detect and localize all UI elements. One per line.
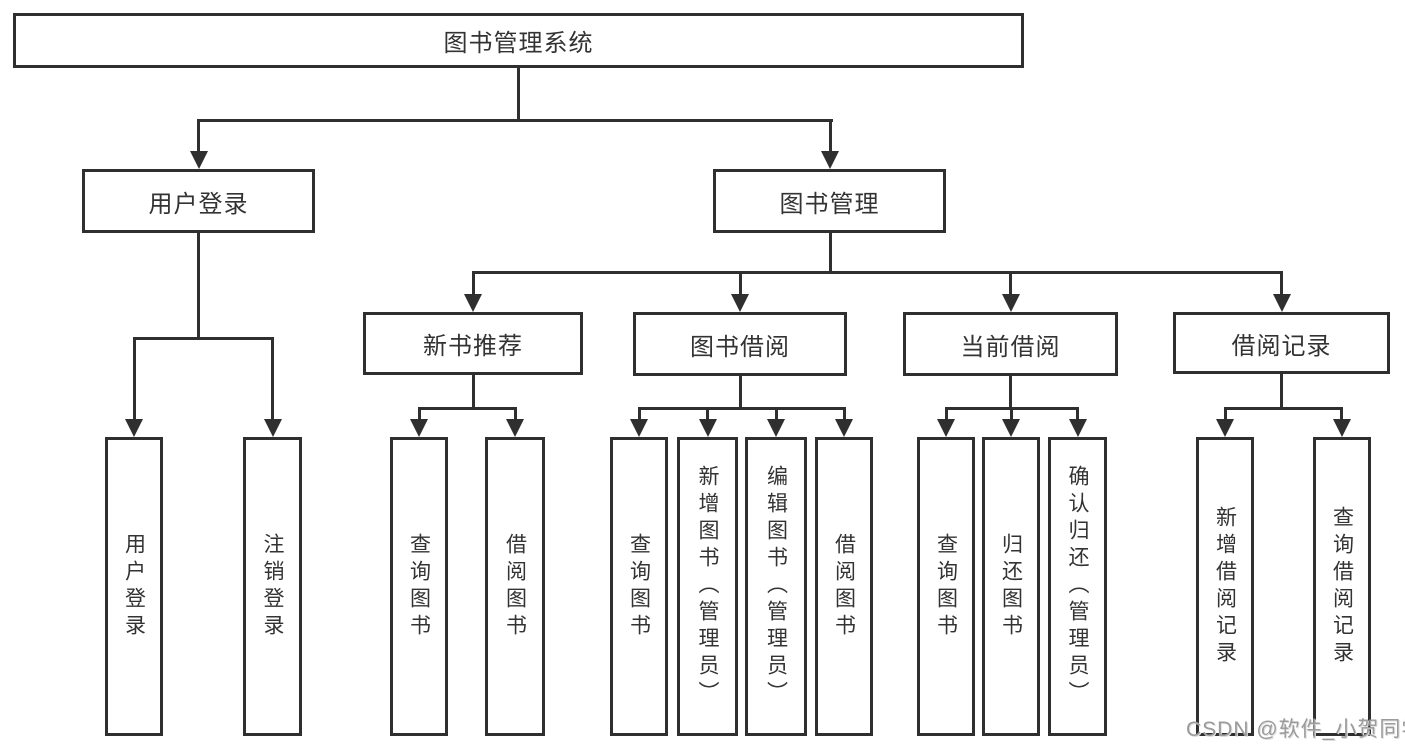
node-bb-edit-book: 编辑图书（管理员） bbox=[745, 437, 807, 736]
arrow-down-icon bbox=[767, 419, 785, 437]
connector-arrow-shaft bbox=[1009, 274, 1012, 296]
connector-arrow-shaft bbox=[944, 410, 948, 421]
connector-user-login-stem bbox=[197, 233, 200, 340]
node-cb-return-book: 归还图书 bbox=[982, 437, 1040, 736]
connector-arrow-shaft bbox=[842, 410, 846, 421]
connector-arrow-shaft bbox=[197, 122, 200, 153]
arrow-down-icon bbox=[1272, 294, 1291, 312]
arrow-down-icon bbox=[189, 151, 208, 169]
node-bb-add-book-label: 新增图书（管理员） bbox=[696, 465, 719, 708]
connector-arrow-shaft bbox=[1223, 410, 1227, 421]
connector-book-borrow-stem bbox=[738, 375, 742, 410]
connector-borrow-record-stem bbox=[1280, 374, 1283, 410]
connector-arrow-shaft bbox=[1009, 410, 1013, 421]
connector-new-book-rec-stem bbox=[471, 375, 475, 410]
node-new-book-rec-label: 新书推荐 bbox=[423, 333, 523, 360]
arrow-down-icon bbox=[1332, 419, 1351, 437]
node-bb-edit-book-label: 编辑图书（管理员） bbox=[764, 465, 788, 708]
node-bb-query-book-label: 查询图书 bbox=[627, 532, 651, 641]
node-current-borrow-label: 当前借阅 bbox=[960, 333, 1061, 361]
arrow-down-icon bbox=[835, 419, 853, 437]
connector-book-borrow-rail bbox=[637, 407, 846, 410]
connector-arrow-shaft bbox=[271, 340, 274, 421]
arrow-down-icon bbox=[410, 419, 428, 437]
node-book-borrow: 图书借阅 bbox=[633, 312, 847, 376]
node-leaf-logout: 注销登录 bbox=[243, 437, 302, 736]
arrow-down-icon bbox=[464, 294, 482, 312]
connector-level3-rail bbox=[471, 271, 1283, 274]
arrow-down-icon bbox=[263, 419, 282, 437]
node-rec-query-book: 查询图书 bbox=[390, 437, 448, 736]
node-bb-borrow-book: 借阅图书 bbox=[815, 437, 873, 736]
node-user-login: 用户登录 bbox=[82, 169, 315, 233]
node-new-book-rec: 新书推荐 bbox=[363, 312, 583, 375]
node-cb-confirm-return-label: 确认归还（管理员） bbox=[1066, 465, 1089, 708]
node-root-label: 图书管理系统 bbox=[443, 30, 594, 57]
connector-arrow-shaft bbox=[706, 410, 709, 421]
node-cb-return-book-label: 归还图书 bbox=[999, 532, 1023, 641]
connector-arrow-shaft bbox=[828, 122, 832, 153]
arrow-down-icon bbox=[698, 419, 717, 437]
node-cb-query-book-label: 查询图书 bbox=[934, 532, 958, 641]
node-rec-borrow-book-label: 借阅图书 bbox=[503, 532, 527, 641]
node-bb-borrow-book-label: 借阅图书 bbox=[832, 532, 856, 641]
node-leaf-user-login-label: 用户登录 bbox=[122, 532, 146, 641]
node-bb-add-book: 新增图书（管理员） bbox=[677, 437, 738, 736]
arrow-down-icon bbox=[1216, 419, 1234, 437]
node-book-mgmt-label: 图书管理 bbox=[779, 190, 880, 218]
node-book-mgmt: 图书管理 bbox=[713, 169, 946, 233]
arrow-down-icon bbox=[937, 419, 955, 437]
connector-arrow-shaft bbox=[417, 410, 421, 421]
connector-arrow-shaft bbox=[1076, 410, 1079, 421]
connector-root-stem bbox=[517, 68, 520, 122]
connector-arrow-shaft bbox=[1340, 410, 1343, 421]
node-cb-query-book: 查询图书 bbox=[917, 437, 975, 736]
connector-arrow-shaft bbox=[774, 410, 778, 421]
connector-arrow-shaft bbox=[738, 274, 742, 296]
node-br-query-record: 查询借阅记录 bbox=[1313, 437, 1371, 736]
node-user-login-label: 用户登录 bbox=[148, 190, 249, 218]
node-book-borrow-label: 图书借阅 bbox=[690, 333, 790, 361]
connector-borrow-record-rail bbox=[1223, 407, 1343, 410]
node-rec-borrow-book: 借阅图书 bbox=[485, 437, 545, 736]
node-br-add-record: 新增借阅记录 bbox=[1196, 437, 1254, 736]
connector-arrow-shaft bbox=[637, 410, 641, 421]
node-borrow-record: 借阅记录 bbox=[1173, 312, 1390, 374]
node-current-borrow: 当前借阅 bbox=[903, 312, 1118, 376]
connector-book-mgmt-stem bbox=[828, 233, 832, 274]
node-bb-query-book: 查询图书 bbox=[610, 437, 668, 736]
node-borrow-record-label: 借阅记录 bbox=[1231, 332, 1332, 360]
node-rec-query-book-label: 查询图书 bbox=[407, 532, 431, 641]
arrow-down-icon bbox=[506, 419, 524, 437]
connector-arrow-shaft bbox=[471, 274, 475, 296]
connector-current-borrow-rail bbox=[944, 407, 1079, 410]
arrow-down-icon bbox=[821, 151, 839, 169]
connector-level2-rail bbox=[197, 119, 833, 122]
arrow-down-icon bbox=[1002, 419, 1020, 437]
node-br-query-record-label: 查询借阅记录 bbox=[1330, 505, 1354, 668]
arrow-down-icon bbox=[1068, 419, 1087, 437]
arrow-down-icon bbox=[1001, 294, 1020, 312]
node-root: 图书管理系统 bbox=[13, 13, 1024, 68]
watermark: CSDN @软件_小贺同学 bbox=[1186, 718, 1405, 741]
arrow-down-icon bbox=[731, 294, 749, 312]
connector-arrow-shaft bbox=[1280, 274, 1283, 296]
connector-new-book-rec-rail bbox=[417, 407, 517, 410]
arrow-down-icon bbox=[630, 419, 648, 437]
connector-user-login-rail bbox=[132, 337, 274, 340]
node-cb-confirm-return: 确认归还（管理员） bbox=[1048, 437, 1107, 736]
node-br-add-record-label: 新增借阅记录 bbox=[1213, 505, 1237, 668]
connector-current-borrow-stem bbox=[1009, 375, 1012, 410]
node-leaf-logout-label: 注销登录 bbox=[261, 532, 284, 641]
connector-arrow-shaft bbox=[513, 410, 517, 421]
arrow-down-icon bbox=[125, 419, 143, 437]
connector-arrow-shaft bbox=[132, 340, 136, 421]
node-leaf-user-login: 用户登录 bbox=[105, 437, 163, 736]
